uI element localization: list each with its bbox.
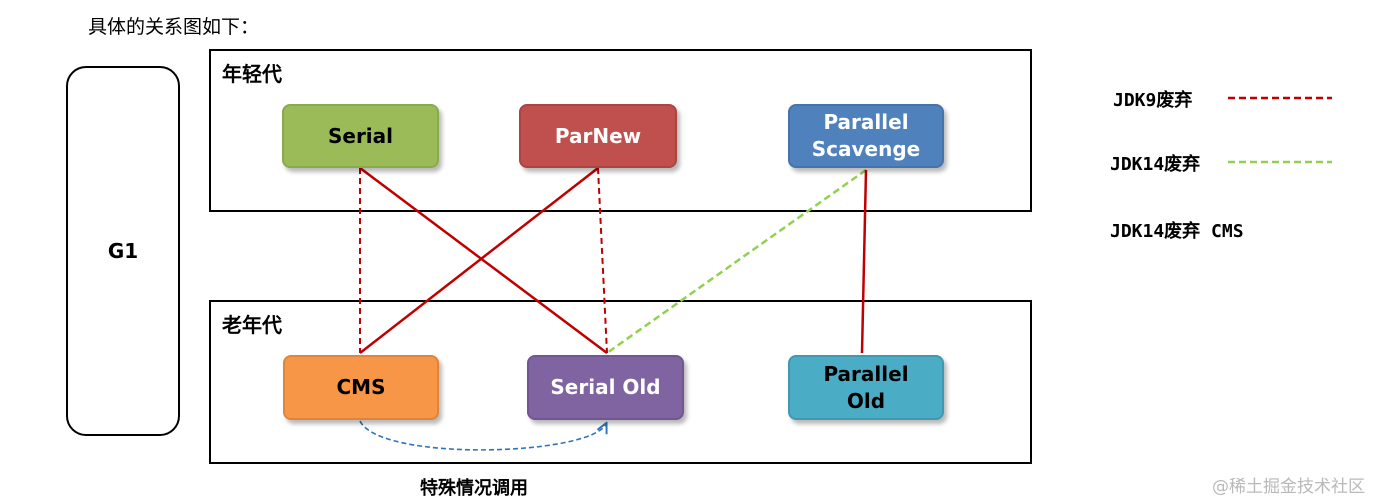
legend-jdk14-cms-label: JDK14废弃 CMS: [1110, 221, 1244, 242]
young-generation-label: 年轻代: [222, 62, 282, 86]
cms-node: CMS: [283, 355, 439, 420]
cms-serialold-special-call-arrow: [359, 420, 606, 451]
parnew-serialold-jdk9-line: [597, 167, 608, 354]
legend-jdk14-label: JDK14废弃: [1110, 154, 1201, 175]
parnew-node: ParNew: [519, 104, 677, 168]
old-generation-label: 老年代: [222, 313, 282, 337]
serial-serialold-line: [359, 166, 608, 355]
special-call-label: 特殊情况调用: [420, 478, 528, 499]
serial-node: Serial: [282, 104, 439, 168]
watermark: @稀土掘金技术社区: [1212, 477, 1365, 497]
parnew-cms-line: [359, 167, 599, 354]
ps-parallelold-line: [860, 169, 868, 354]
ps-serialold-jdk14-line: [606, 168, 867, 355]
serial-old-node: Serial Old: [527, 355, 684, 420]
parallel-scavenge-node: Parallel Scavenge: [788, 104, 944, 168]
diagram-caption: 具体的关系图如下：: [88, 16, 260, 38]
parallel-old-node: Parallel Old: [788, 355, 944, 420]
legend-jdk9-label: JDK9废弃: [1113, 90, 1193, 111]
g1-collector: G1: [66, 66, 180, 436]
